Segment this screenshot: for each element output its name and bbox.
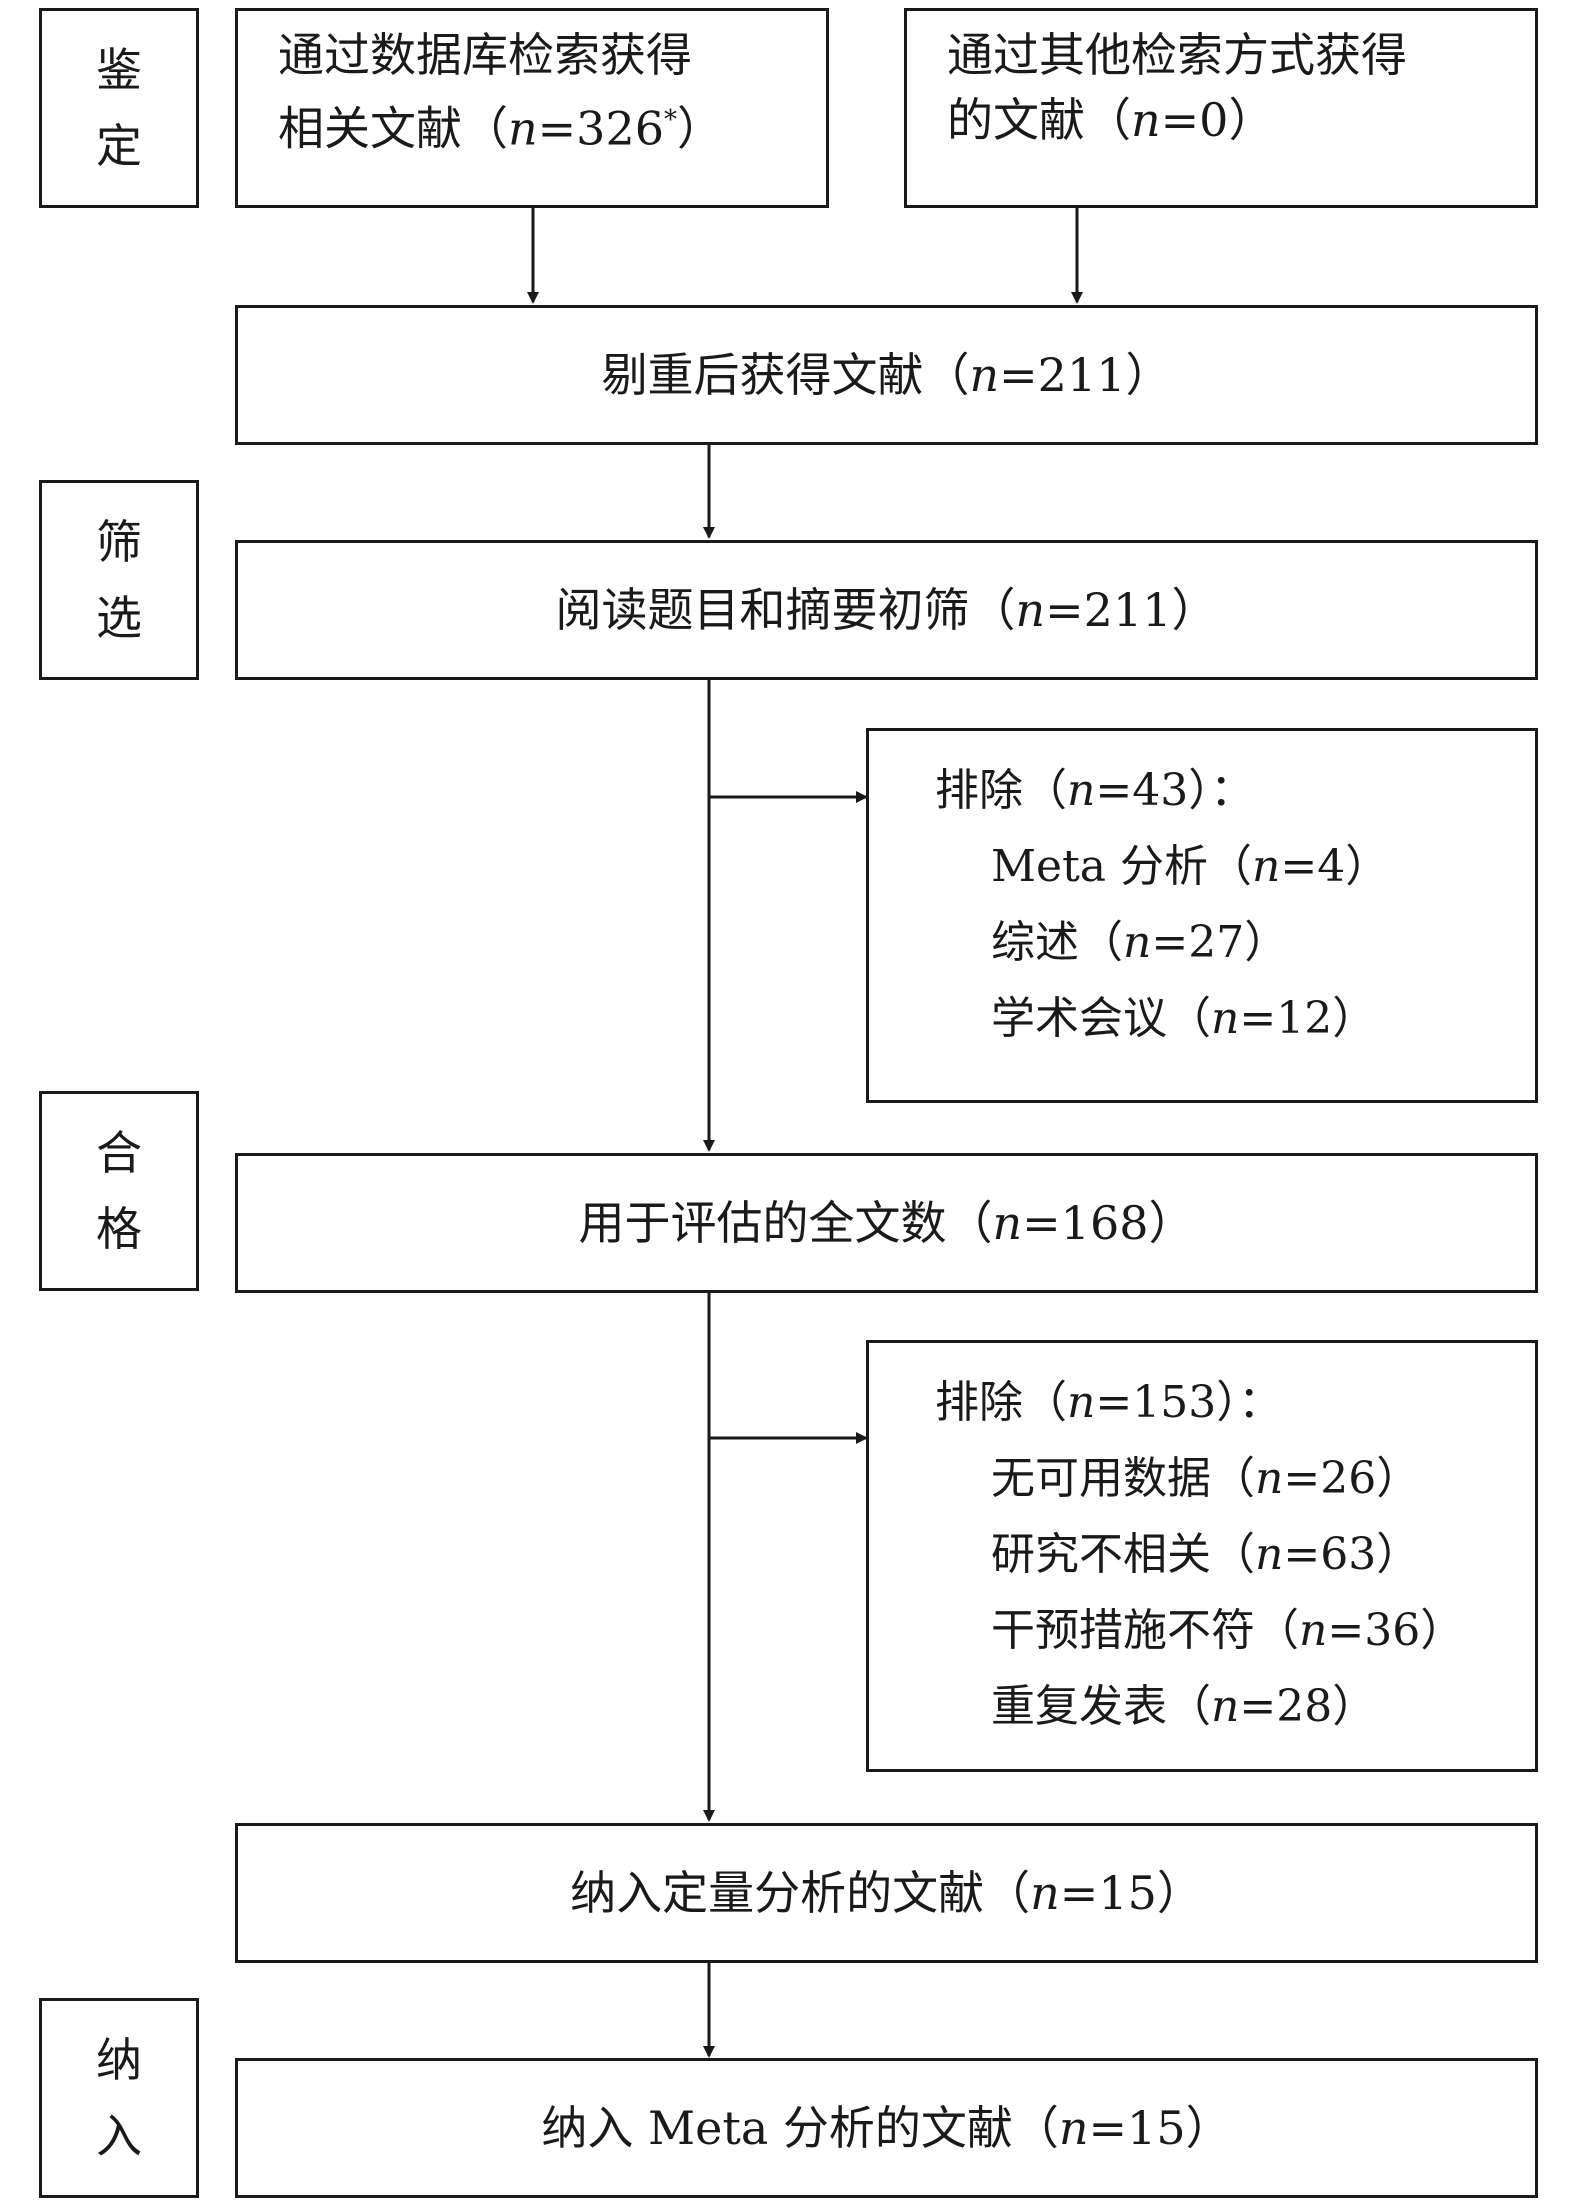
quantitative-text: 纳入定量分析的文献（n=15） — [570, 1866, 1203, 1920]
exclusion-box-2: 排除（n=153）： 无可用数据（n=26） 研究不相关（n=63） 干预措施不… — [866, 1340, 1538, 1772]
stage-char: 格 — [96, 1202, 142, 1256]
stage-inclusion: 纳 入 — [39, 1998, 199, 2198]
stage-eligibility: 合 格 — [39, 1091, 199, 1291]
other-search-box: 通过其他检索方式获得 的文献（n=0） — [904, 8, 1538, 208]
exclusion-item: 学术会议（n=12） — [991, 993, 1377, 1044]
exclusion-header: 排除（n=153）： — [935, 1377, 1283, 1428]
database-search-box: 通过数据库检索获得 相关文献（n=326*） — [235, 8, 829, 208]
stage-char: 纳 — [96, 2033, 142, 2087]
other-search-line1: 通过其他检索方式获得 — [947, 28, 1407, 82]
screening-box: 阅读题目和摘要初筛（n=211） — [235, 540, 1538, 680]
database-search-line2: 相关文献（n=326*） — [278, 101, 723, 156]
stage-char: 定 — [96, 119, 142, 173]
exclusion-item: Meta 分析（n=4） — [991, 841, 1390, 892]
meta-analysis-box: 纳入 Meta 分析的文献（n=15） — [235, 2058, 1538, 2198]
other-search-line2: 的文献（n=0） — [947, 93, 1275, 147]
exclusion-item: 研究不相关（n=63） — [991, 1529, 1421, 1580]
screening-text: 阅读题目和摘要初筛（n=211） — [555, 583, 1218, 637]
fulltext-box: 用于评估的全文数（n=168） — [235, 1153, 1538, 1293]
stage-screening: 筛 选 — [39, 480, 199, 680]
exclusion-item: 无可用数据（n=26） — [991, 1453, 1421, 1504]
exclusion-item: 重复发表（n=28） — [991, 1681, 1377, 1732]
stage-char: 筛 — [96, 515, 142, 569]
exclusion-box-1: 排除（n=43）： Meta 分析（n=4） 综述（n=27） 学术会议（n=1… — [866, 728, 1538, 1103]
database-search-line1: 通过数据库检索获得 — [278, 28, 692, 82]
stage-char: 鉴 — [96, 43, 142, 97]
stage-identification: 鉴 定 — [39, 8, 199, 208]
stage-char: 选 — [96, 591, 142, 645]
stage-char: 合 — [96, 1126, 142, 1180]
fulltext-text: 用于评估的全文数（n=168） — [578, 1196, 1195, 1250]
stage-char: 入 — [96, 2109, 142, 2163]
exclusion-item: 干预措施不符（n=36） — [991, 1605, 1465, 1656]
dedup-box: 剔重后获得文献（n=211） — [235, 305, 1538, 445]
exclusion-item: 综述（n=27） — [991, 917, 1289, 968]
dedup-text: 剔重后获得文献（n=211） — [601, 348, 1172, 402]
exclusion-header: 排除（n=43）： — [935, 765, 1255, 816]
quantitative-box: 纳入定量分析的文献（n=15） — [235, 1823, 1538, 1963]
meta-analysis-text: 纳入 Meta 分析的文献（n=15） — [541, 2101, 1232, 2155]
